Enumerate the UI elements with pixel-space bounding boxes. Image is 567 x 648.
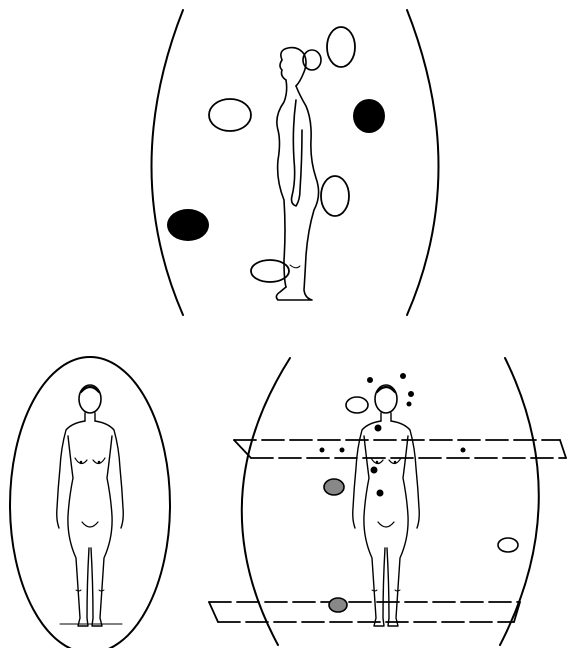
aura-spot-hollow [251,260,289,282]
aura-dot [408,391,414,397]
top-panel [152,10,439,315]
aura-spot-hollow [498,538,518,552]
aura-dot [367,377,373,383]
bottom-left-panel [10,357,170,648]
aura-dot [340,448,345,453]
aura-spot-hollow [209,99,251,131]
aura-spot-filled [167,209,209,241]
aura-dot [407,402,412,407]
front-figure [353,385,420,626]
dashed-band-lower [209,602,520,622]
aura-spot-hollow [327,27,355,67]
aura-dot [400,373,406,379]
aura-dot [375,425,382,432]
aura-outline [10,357,170,648]
aura-dot [320,448,325,453]
aura-spot-filled [353,99,385,133]
aura-outline-right [407,10,439,315]
dashed-band-upper [234,440,566,458]
aura-outline-left [152,10,184,315]
front-figure [57,385,124,626]
aura-dot [461,448,466,453]
bottom-right-panel [209,358,566,645]
aura-spot-shaded [329,598,347,612]
aura-dot [371,467,378,474]
aura-spot-hollow [346,397,368,413]
aura-spot-hollow [321,176,349,216]
aura-dot [377,490,384,497]
aura-spot-shaded [324,479,344,495]
